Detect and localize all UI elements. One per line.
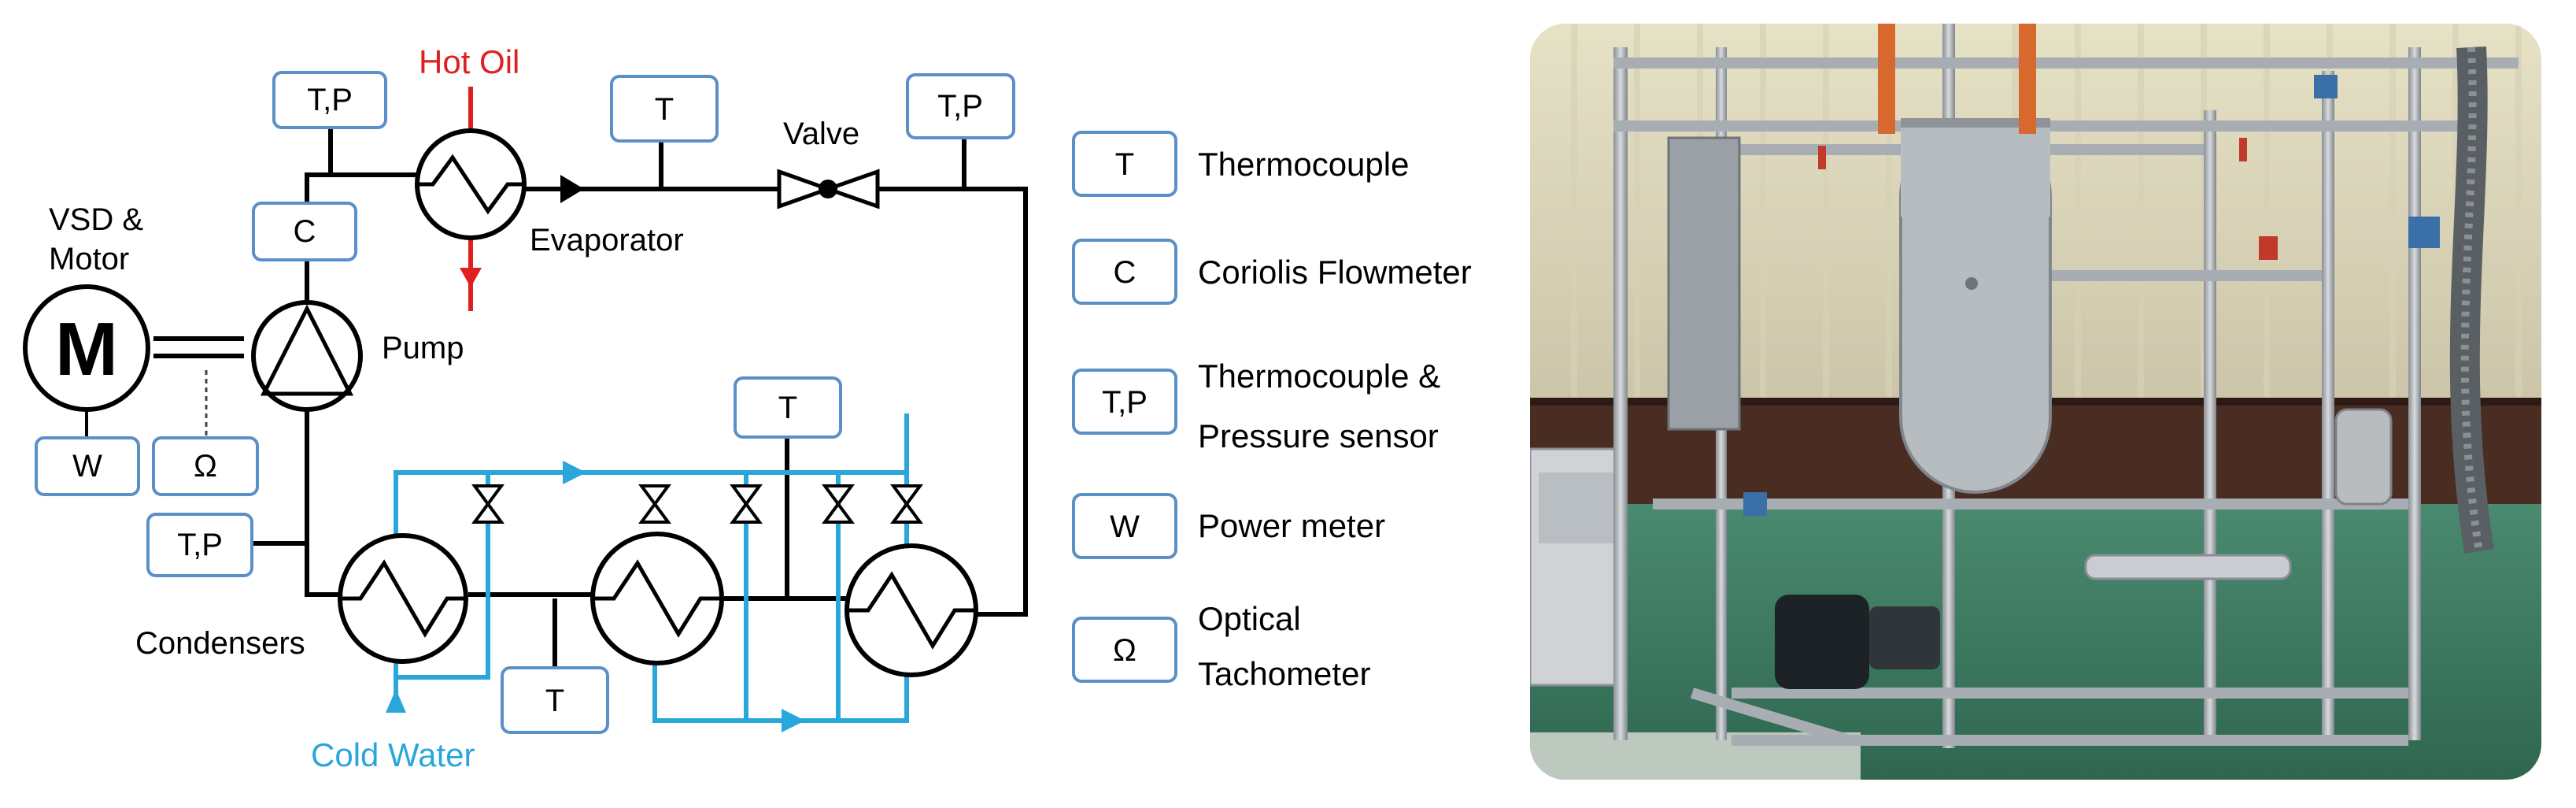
legend-symbol: C — [1114, 255, 1136, 290]
legend-text: Optical — [1198, 600, 1301, 637]
valve-icon — [730, 484, 763, 524]
vsd-label: VSD & — [49, 202, 143, 237]
legend-text: Power meter — [1198, 507, 1385, 544]
legend-text: Thermocouple & — [1198, 358, 1440, 395]
condensers-label: Condensers — [135, 626, 305, 661]
legend-text: Tachometer — [1198, 655, 1370, 692]
legend: T Thermocouple C Coriolis Flowmeter T,P … — [1072, 131, 1472, 692]
test-rig-photo — [1530, 24, 2541, 780]
sensor-box: T,P — [906, 73, 1015, 139]
sensor-box: W — [35, 436, 140, 496]
condenser-icon — [338, 533, 468, 664]
legend-text: Coriolis Flowmeter — [1198, 254, 1472, 291]
sensor-label: Ω — [194, 449, 217, 484]
valve-icon — [890, 484, 923, 524]
legend-item: W Power meter — [1072, 493, 1385, 559]
sensor-box: Ω — [152, 436, 259, 496]
sensor-label: T,P — [307, 83, 353, 117]
valve-icon — [822, 484, 855, 524]
sensor-box: T — [734, 376, 842, 439]
legend-item: C Coriolis Flowmeter — [1072, 239, 1472, 305]
sensor-box: T,P — [146, 513, 253, 577]
sensor-label: C — [294, 214, 316, 249]
valve-icon — [638, 484, 671, 524]
water-inlet-arrow-icon — [386, 689, 406, 713]
condenser-icon — [590, 532, 724, 665]
sensor-boxes: T,P C T T,P W Ω — [35, 71, 1015, 734]
condenser-icon — [844, 543, 978, 677]
legend-item: Ω Optical Tachometer — [1072, 600, 1370, 692]
hot-oil-lines — [460, 87, 482, 311]
legend-symbol: W — [1110, 510, 1140, 544]
sensor-label: T — [545, 684, 564, 718]
motor-icon: M — [23, 284, 150, 412]
main-valve-icon — [777, 169, 880, 209]
sensor-label: T,P — [937, 89, 983, 124]
sensor-box: T — [501, 666, 609, 734]
pump-icon — [251, 300, 363, 412]
motor-label: Motor — [49, 242, 129, 276]
evaporator-label: Evaporator — [530, 223, 684, 258]
valve-label: Valve — [783, 117, 859, 151]
water-valves — [471, 484, 923, 524]
flow-arrow-icon — [560, 175, 584, 203]
valve-icon — [471, 484, 504, 524]
legend-item: T,P Thermocouple & Pressure sensor — [1072, 358, 1440, 454]
hot-oil-label: Hot Oil — [419, 43, 519, 80]
legend-symbol: T — [1115, 147, 1134, 182]
sensor-label: W — [72, 449, 102, 484]
sensor-box: T — [610, 75, 719, 143]
sensor-label: T,P — [177, 528, 223, 562]
legend-symbol: Ω — [1113, 633, 1136, 668]
water-arrow-icon — [563, 461, 586, 484]
legend-item: T Thermocouple — [1072, 131, 1409, 197]
schematic-diagram: M T,P C T — [23, 43, 1028, 773]
cold-water-label: Cold Water — [311, 736, 475, 773]
legend-text: Thermocouple — [1198, 146, 1409, 183]
evaporator-icon — [415, 128, 527, 240]
sensor-label: T — [655, 92, 674, 127]
sensor-box: T,P — [272, 71, 387, 129]
pump-label: Pump — [382, 331, 464, 365]
legend-symbol: T,P — [1102, 385, 1148, 420]
legend-text: Pressure sensor — [1198, 417, 1439, 454]
sensor-label: T — [778, 391, 797, 425]
water-arrow-icon — [782, 709, 805, 732]
motor-symbol: M — [55, 307, 118, 391]
sensor-box: C — [252, 202, 357, 261]
